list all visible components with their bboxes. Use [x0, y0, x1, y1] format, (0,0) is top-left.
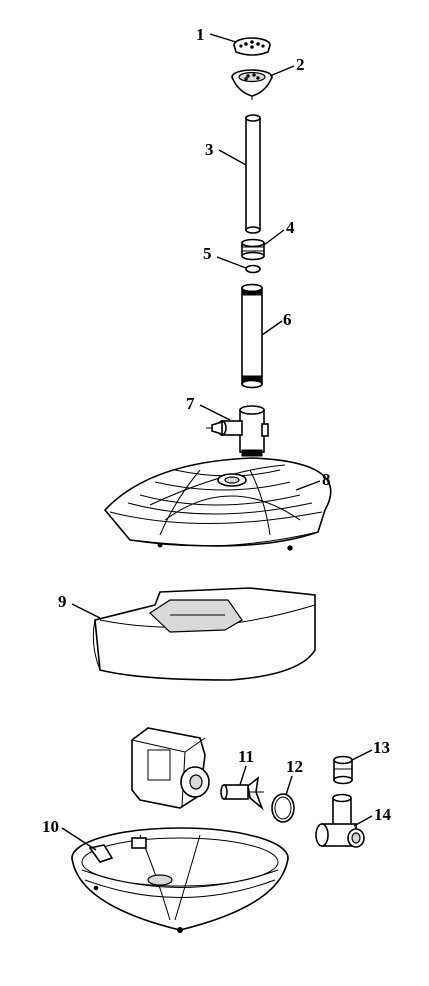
part-11-impeller: [220, 776, 264, 811]
callout-9: 9: [58, 592, 101, 619]
svg-text:10: 10: [42, 817, 59, 836]
callout-8: 8: [295, 470, 331, 491]
part-12-gasket: [271, 793, 295, 823]
callout-10: 10: [42, 817, 97, 851]
part-5-o-ring: [245, 264, 261, 274]
callout-4: 4: [263, 218, 295, 246]
callout-3: 3: [205, 140, 247, 166]
svg-text:5: 5: [203, 244, 212, 263]
svg-text:6: 6: [283, 310, 292, 329]
callout-14: 14: [353, 805, 392, 827]
callout-7: 7: [186, 394, 231, 421]
svg-text:2: 2: [296, 55, 305, 74]
part-10-base-tray: [71, 827, 289, 933]
part-13-coupling: [333, 755, 353, 785]
part-3-extension-tube: [245, 114, 261, 234]
part-1-spray-cap: [233, 37, 271, 56]
part-4-adapter: [241, 238, 265, 261]
svg-text:1: 1: [196, 25, 205, 44]
pump-motor: [131, 727, 210, 809]
callout-2: 2: [269, 55, 305, 77]
part-8-dome-cover: [103, 457, 332, 551]
svg-text:13: 13: [373, 738, 390, 757]
callout-1: 1: [196, 25, 237, 44]
part-14-outlet-elbow: [315, 793, 365, 848]
svg-text:8: 8: [322, 470, 331, 489]
svg-text:12: 12: [286, 757, 303, 776]
part-6-riser-tube: [241, 283, 263, 389]
callout-13: 13: [351, 738, 390, 761]
callout-11: 11: [238, 747, 254, 786]
svg-text:14: 14: [374, 805, 392, 824]
svg-text:3: 3: [205, 140, 214, 159]
callout-12: 12: [285, 757, 303, 796]
callout-6: 6: [261, 310, 292, 336]
callout-5: 5: [203, 244, 247, 269]
part-9-filter-pad: [92, 587, 316, 681]
svg-text:9: 9: [58, 592, 67, 611]
svg-text:7: 7: [186, 394, 195, 413]
part-2-nozzle: [231, 69, 273, 100]
svg-text:11: 11: [238, 747, 254, 766]
svg-text:4: 4: [286, 218, 295, 237]
part-7-diverter-valve: [206, 405, 269, 457]
